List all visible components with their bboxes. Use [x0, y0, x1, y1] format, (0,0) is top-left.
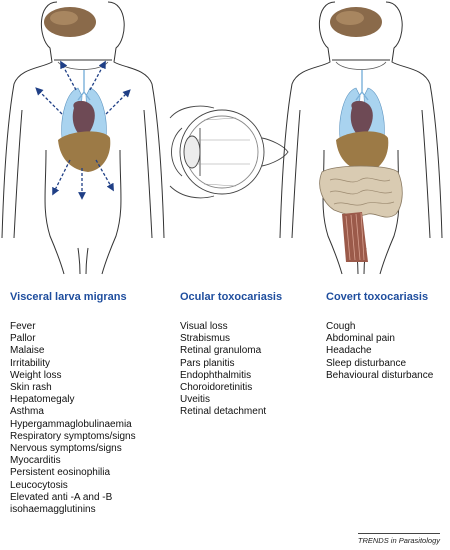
- arrow-down-left: [52, 159, 71, 196]
- list-item: Skin rash: [10, 382, 52, 394]
- symptom-list: Visual loss Strabismus Retinal granuloma…: [180, 321, 282, 419]
- left-body-outline: [1, 1, 165, 275]
- list-item: Elevated anti -A and -B: [10, 491, 113, 503]
- source-credit: TRENDS in Parasitology: [357, 533, 440, 545]
- right-body-outline: [279, 1, 443, 275]
- list-item: Sleep disturbance: [326, 357, 407, 369]
- eye-lid-lower: [169, 185, 215, 199]
- left-brain-highlight: [50, 11, 78, 25]
- panel-title: Covert toxocariasis: [326, 291, 429, 303]
- list-item: Respiratory symptoms/signs: [10, 430, 136, 442]
- list-item: Choroidoretinitis: [180, 382, 253, 394]
- list-item: Behavioural disturbance: [326, 369, 434, 381]
- list-item: Irritability: [10, 357, 51, 369]
- list-item: Retinal granuloma: [180, 345, 262, 357]
- eye-lid-upper: [169, 105, 215, 119]
- list-item: Fever: [10, 321, 36, 332]
- eyeball: [179, 109, 265, 195]
- list-item: Nervous symptoms/signs: [10, 443, 122, 455]
- list-item: Pars planitis: [180, 357, 235, 369]
- eye-diagram: [169, 105, 289, 199]
- panel-title: Visceral larva migrans: [10, 291, 127, 303]
- symptom-list: Fever Pallor Malaise Irritability Weight…: [10, 321, 136, 516]
- list-item: Endophthalmitis: [180, 369, 252, 381]
- list-item: Myocarditis: [10, 455, 61, 467]
- list-item: Persistent eosinophilia: [10, 467, 111, 479]
- arrow-to-left-side: [35, 87, 63, 115]
- panel-ocular-toxocariasis: Ocular toxocariasis Visual loss Strabism…: [180, 290, 282, 419]
- left-trachea: [77, 70, 91, 101]
- panel-covert-toxocariasis: Covert toxocariasis Cough Abdominal pain…: [326, 290, 433, 382]
- left-liver: [58, 131, 111, 172]
- list-item: Cough: [326, 321, 356, 332]
- eye-muscle-lines: [196, 117, 250, 187]
- intestine-folds: [329, 177, 395, 206]
- list-item: Hepatomegaly: [10, 394, 75, 406]
- right-brain-highlight: [336, 11, 364, 25]
- left-collar-line: [57, 61, 109, 70]
- right-collar-line: [335, 61, 387, 70]
- list-item: Leucocytosis: [10, 479, 68, 491]
- left-body-figure: [1, 1, 165, 275]
- migration-arrows: [35, 60, 131, 200]
- panel-title: Ocular toxocariasis: [180, 291, 283, 303]
- right-heart: [350, 100, 373, 138]
- list-item: Hypergammaglobulinaemia: [10, 418, 132, 430]
- list-item: Uveitis: [180, 394, 211, 406]
- optic-nerve: [261, 137, 289, 167]
- list-item: Pallor: [10, 333, 36, 345]
- arrow-down-right: [95, 159, 114, 192]
- panel-visceral-larva-migrans: Visceral larva migrans Fever Pallor Mala…: [10, 290, 136, 516]
- left-heart: [72, 100, 95, 138]
- list-item: Weight loss: [10, 369, 62, 381]
- list-item: Malaise: [10, 345, 45, 357]
- right-liver: [336, 131, 389, 172]
- list-item: Visual loss: [180, 321, 228, 332]
- list-item: Headache: [326, 345, 372, 357]
- list-item: Asthma: [10, 406, 44, 418]
- arrow-to-right-side: [105, 89, 131, 115]
- list-item: isohaemagglutinins: [10, 504, 96, 516]
- eye-lens: [183, 135, 201, 169]
- list-item: Strabismus: [180, 333, 231, 345]
- symptom-list: Cough Abdominal pain Headache Sleep dist…: [326, 321, 433, 382]
- muscle-tissue: [342, 212, 368, 262]
- list-item: Retinal detachment: [180, 406, 267, 418]
- eye-cornea: [171, 127, 183, 177]
- list-item: Abdominal pain: [326, 333, 395, 345]
- right-trachea: [355, 70, 369, 101]
- right-body-figure: [279, 1, 443, 275]
